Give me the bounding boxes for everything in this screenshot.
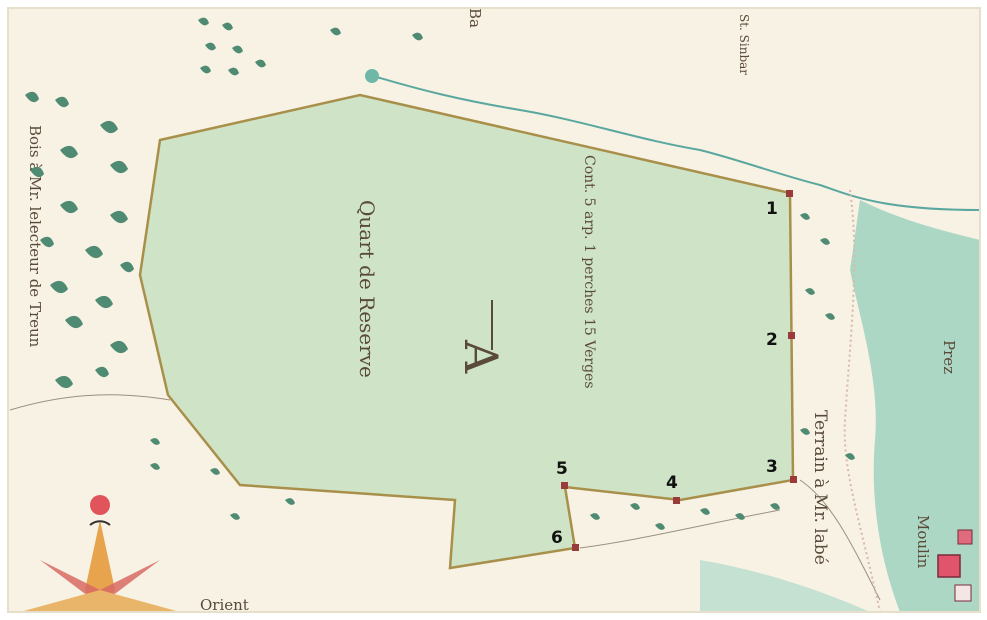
woods-owner-label: Bois à Mr. lelecteur de Treun (26, 125, 44, 348)
marker-label-2: 2 (766, 330, 778, 350)
mill-label: Moulin (914, 515, 932, 569)
top-right-label: St. Sinbar (737, 14, 751, 75)
boundary-marker-dot (790, 476, 797, 483)
marker-label-5: 5 (556, 459, 568, 479)
road-line (799, 479, 881, 601)
marker-label-1: 1 (766, 199, 778, 219)
forest-top (198, 17, 423, 76)
stream-source (365, 69, 379, 83)
pond-area (700, 560, 870, 612)
terrain-owner-label: Terrain à Mr. labé (810, 410, 830, 565)
parcel-letter: A (454, 339, 508, 374)
marker-label-6: 6 (551, 528, 563, 548)
boundary-marker-dot (561, 482, 568, 489)
boundary-marker-dot (788, 332, 795, 339)
river-area (850, 200, 980, 612)
meadow-label: Prez (940, 340, 958, 374)
mill-building (937, 529, 973, 602)
path-line (843, 189, 881, 613)
boundary-marker-dot (673, 497, 680, 504)
parcel-name: Quart de Reserve (355, 200, 379, 378)
field-line (9, 394, 171, 411)
boundary-marker-dot (786, 190, 793, 197)
boundary-marker-dot (572, 544, 579, 551)
map-frame (7, 7, 981, 613)
orient-label: Orient (200, 596, 249, 614)
field-line (579, 509, 781, 549)
compass-rose (20, 495, 180, 612)
parcel-content: Cont. 5 arp. 1 perches 15 Verges (581, 155, 597, 389)
top-label: Ba (466, 8, 484, 28)
marker-label-3: 3 (766, 457, 778, 477)
marker-label-4: 4 (666, 473, 678, 493)
forest-scattered (150, 213, 855, 530)
forest-left (25, 91, 134, 389)
